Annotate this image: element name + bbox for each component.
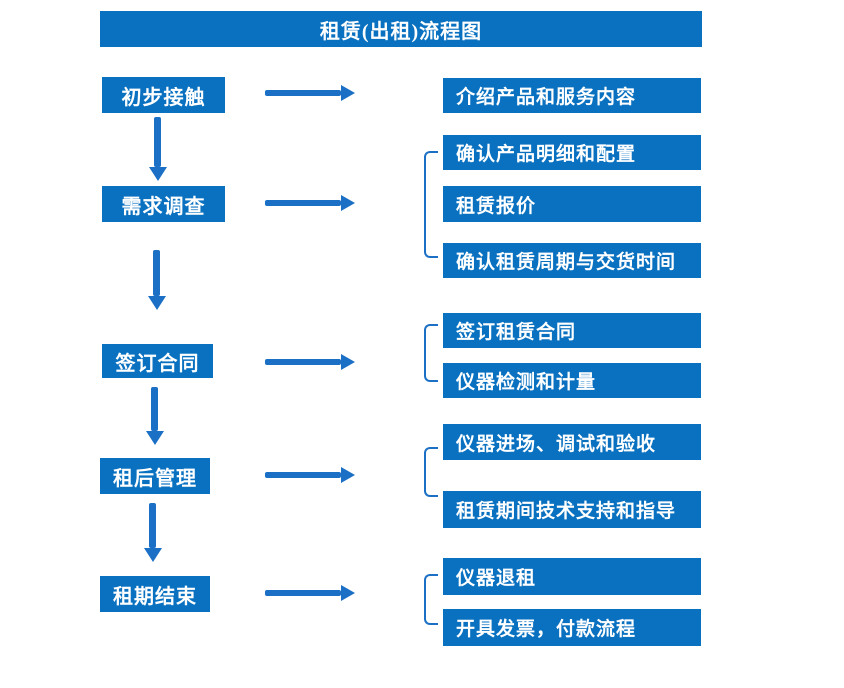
- arrow-right-3-head: [341, 354, 355, 370]
- arrow-right-1-shaft: [265, 90, 341, 96]
- detail-box-technical-support: 租赁期间技术支持和指导: [443, 491, 701, 528]
- bracket-demand-survey-details: [424, 151, 438, 258]
- detail-box-instrument-installation: 仪器进场、调试和验收: [443, 424, 701, 460]
- arrow-right-5-head: [341, 585, 355, 601]
- arrow-right-5-shaft: [265, 590, 341, 596]
- step-box-sign-contract: 签订合同: [102, 344, 213, 378]
- arrow-down-1-head: [149, 167, 167, 181]
- step-box-demand-survey: 需求调查: [102, 186, 225, 222]
- detail-box-introduce-products: 介绍产品和服务内容: [443, 78, 701, 113]
- detail-box-sign-rental-contract: 签订租赁合同: [443, 313, 701, 348]
- detail-box-confirm-period-delivery: 确认租赁周期与交货时间: [443, 243, 701, 278]
- arrow-down-1-shaft: [154, 117, 161, 167]
- arrow-right-1-head: [341, 85, 355, 101]
- detail-box-rental-quote: 租赁报价: [443, 186, 701, 222]
- arrow-right-2-shaft: [265, 200, 341, 206]
- arrow-right-3-shaft: [265, 359, 341, 365]
- arrow-right-4-head: [341, 467, 355, 483]
- bracket-sign-contract-details: [424, 324, 438, 382]
- arrow-down-3-shaft: [151, 387, 158, 431]
- arrow-right-2-head: [341, 195, 355, 211]
- arrow-down-4-shaft: [149, 503, 156, 548]
- detail-box-instrument-testing: 仪器检测和计量: [443, 363, 701, 398]
- arrow-down-2-head: [148, 296, 166, 310]
- arrow-right-4-shaft: [265, 472, 341, 478]
- step-box-initial-contact: 初步接触: [102, 77, 225, 113]
- flowchart-title: 租赁(出租)流程图: [100, 11, 702, 47]
- arrow-down-3-head: [146, 431, 164, 445]
- arrow-down-4-head: [144, 548, 162, 562]
- bracket-lease-end-details: [424, 574, 438, 625]
- detail-box-instrument-return: 仪器退租: [443, 558, 701, 595]
- arrow-down-2-shaft: [153, 250, 160, 296]
- detail-box-confirm-product-config: 确认产品明细和配置: [443, 135, 701, 170]
- bracket-post-rental-details: [424, 447, 438, 497]
- step-box-lease-end: 租期结束: [100, 576, 210, 612]
- detail-box-invoice-payment: 开具发票，付款流程: [443, 609, 701, 646]
- step-box-post-rental-management: 租后管理: [100, 458, 210, 494]
